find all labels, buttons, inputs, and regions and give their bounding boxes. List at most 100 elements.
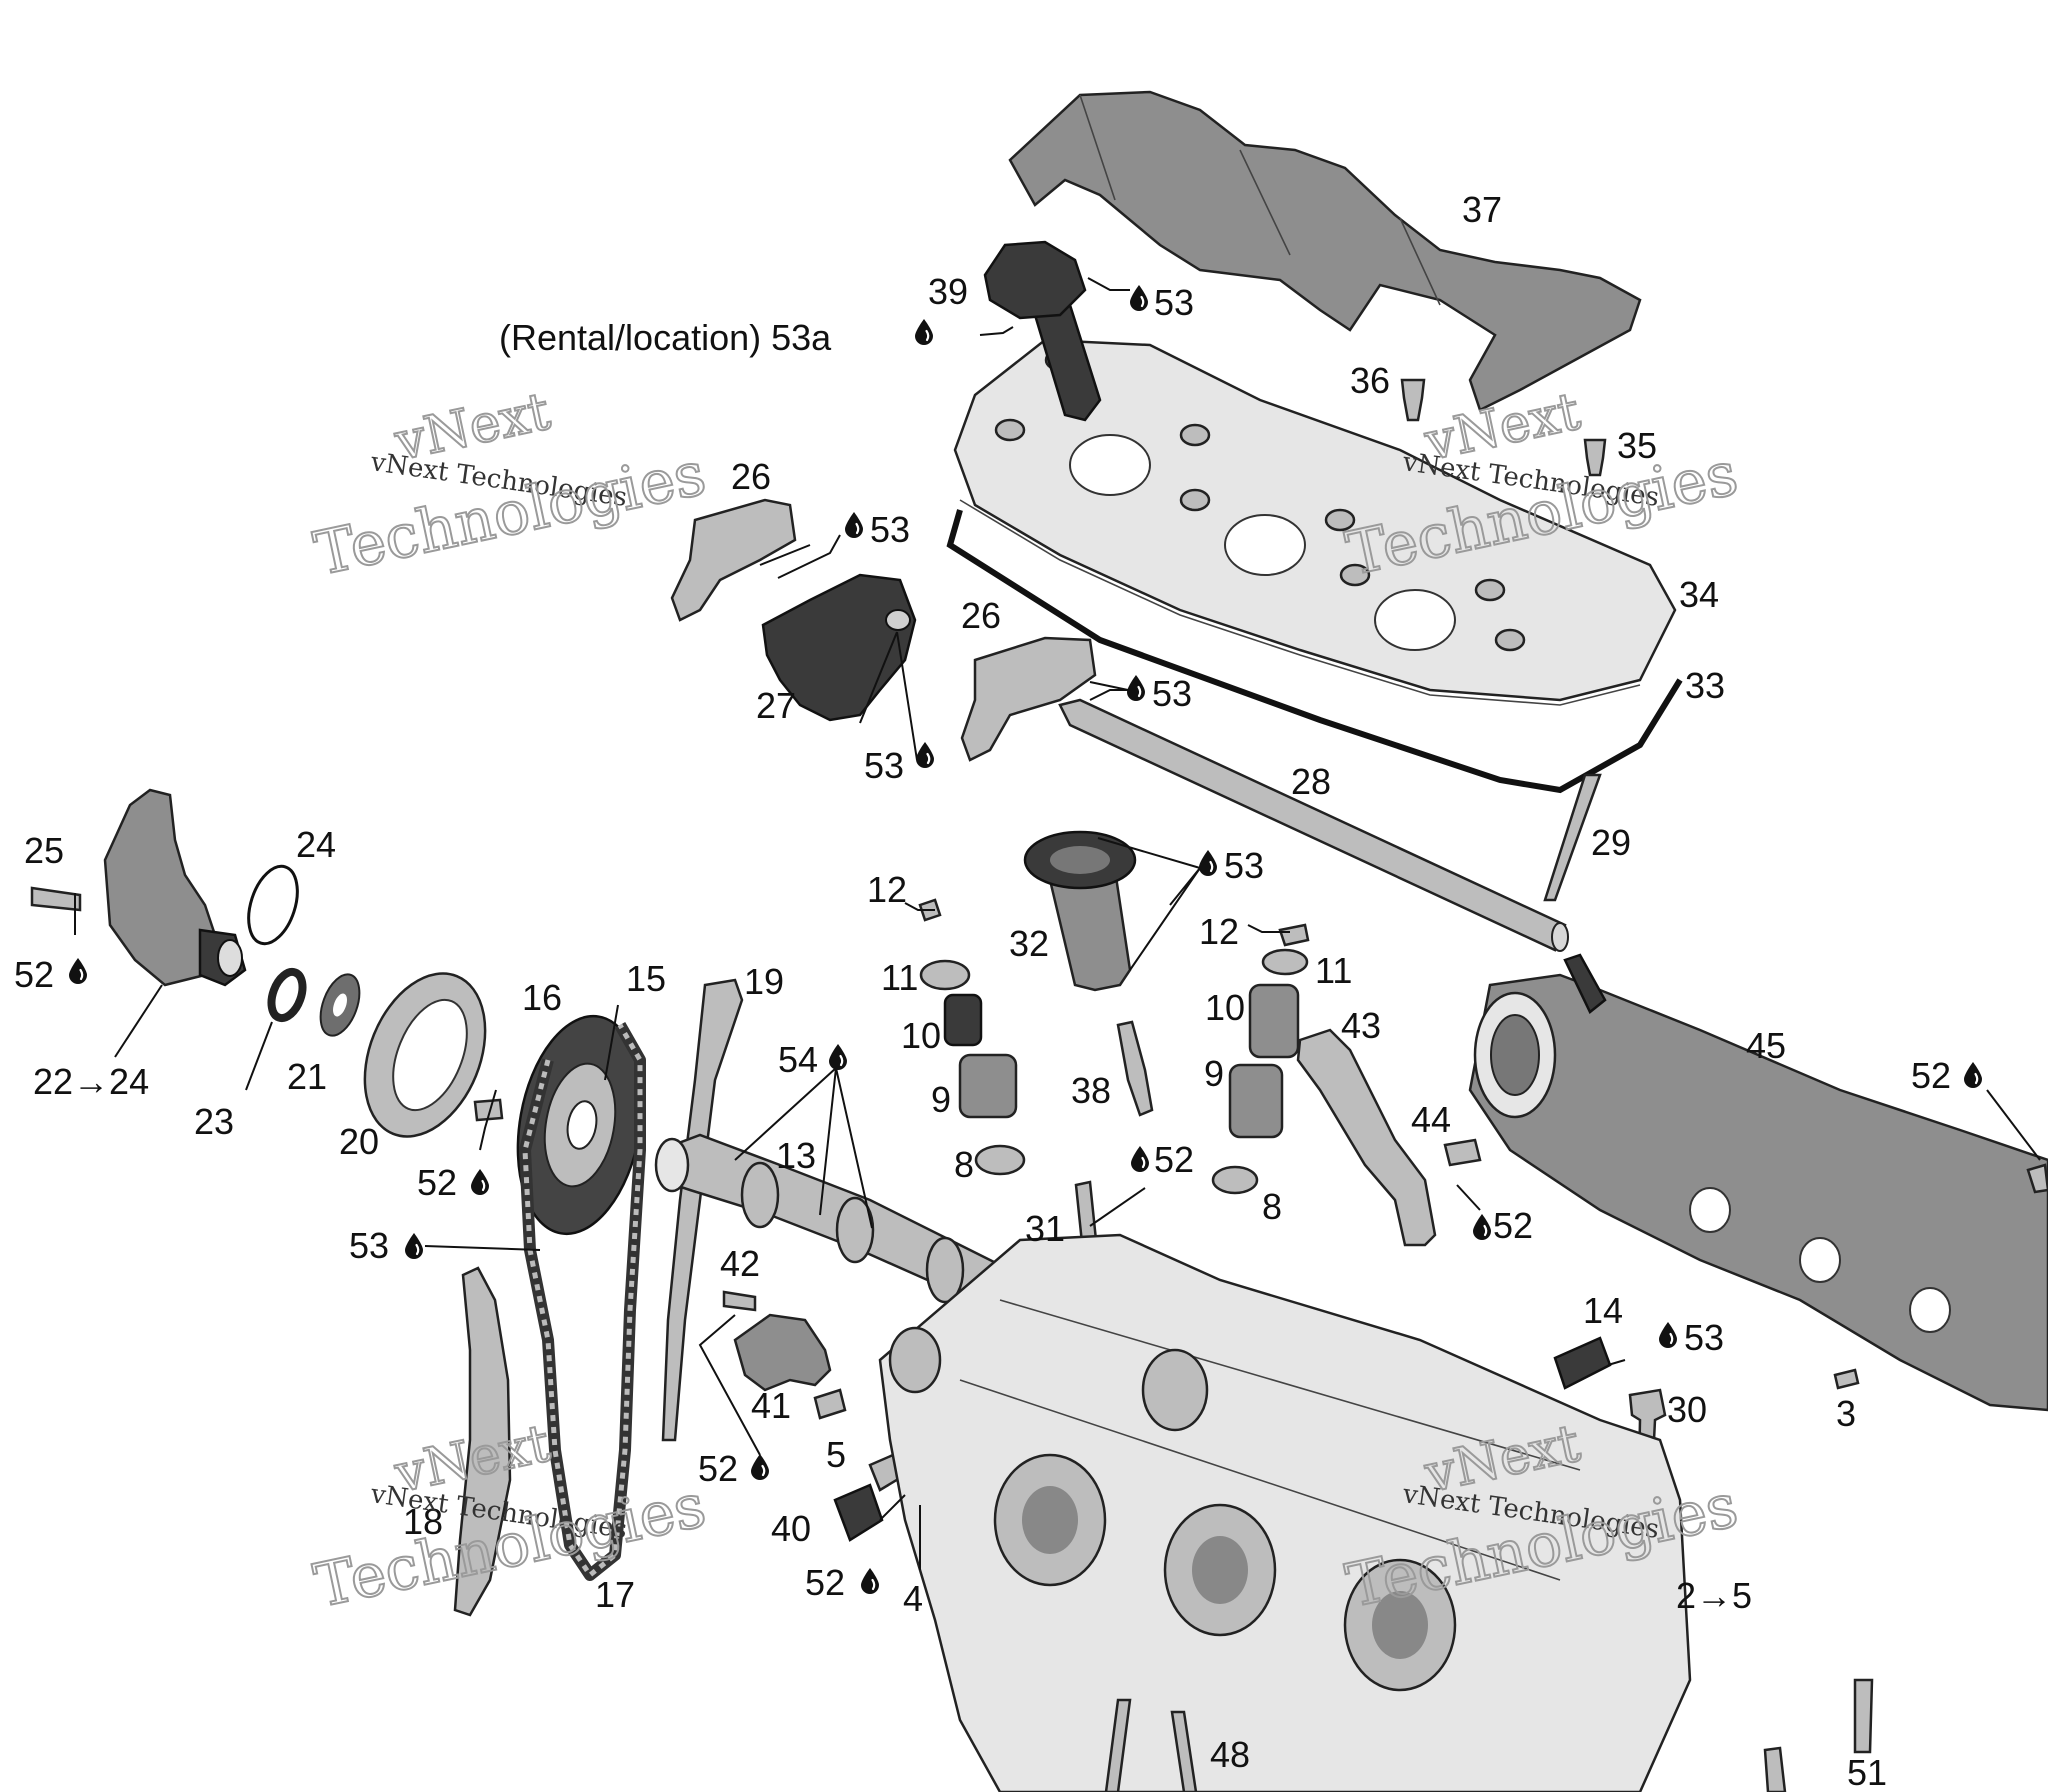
oil-drop-icon: [1129, 284, 1149, 312]
callout-32: 32: [1009, 923, 1049, 964]
callout-53a-rental: (Rental/location) 53a: [499, 317, 832, 358]
callout-27: 27: [756, 685, 796, 726]
oil-drop-icon: [1472, 1213, 1492, 1241]
bolt-44-part: [1443, 1138, 1482, 1167]
callout-25: 25: [24, 830, 64, 871]
watermark-large-bottom: Technologies: [309, 1471, 712, 1622]
callout-24: 24: [296, 824, 336, 865]
callout-53: 53: [1684, 1317, 1724, 1358]
rocker-support-right-part: [960, 636, 1097, 762]
callout-labels: 37 39 53 (Rental/location) 53a 36 35 26 …: [14, 189, 1951, 1792]
bolt-48-left-part: [1104, 1698, 1132, 1792]
callout-53: 53: [1154, 282, 1194, 323]
callout-17: 17: [595, 1574, 635, 1615]
callout-23: 23: [194, 1101, 234, 1142]
callout-12-left: 12: [867, 869, 907, 910]
chain-tensioner-guide-part: [453, 1266, 512, 1617]
valve-train-right-part: [1211, 923, 1310, 1195]
callout-5: 5: [826, 1434, 846, 1475]
callout-34: 34: [1679, 574, 1719, 615]
callout-12-right: 12: [1199, 911, 1239, 952]
callout-3: 3: [1836, 1393, 1856, 1434]
cylinder-head-part: [878, 1233, 1692, 1792]
intake-manifold-part: [1468, 953, 2048, 1412]
oil-drop-icon: [470, 1168, 490, 1196]
callout-36: 36: [1350, 360, 1390, 401]
ignition-coil-part: [983, 240, 1102, 422]
oil-drop-icon: [1126, 674, 1146, 702]
callout-8-right: 8: [1262, 1186, 1282, 1227]
oil-drop-icon: [1130, 1145, 1150, 1173]
callout-11-right: 11: [1315, 950, 1352, 991]
bolt-48-right-part: [1170, 1710, 1198, 1792]
callout-40: 40: [771, 1508, 811, 1549]
oil-drop-icon: [914, 318, 934, 346]
rocker-support-left-part: [670, 498, 797, 622]
spark-plug-tube-part: [1023, 830, 1137, 992]
callout-53: 53: [349, 1225, 389, 1266]
callout-52: 52: [1493, 1205, 1533, 1246]
bolt-42-part: [722, 1290, 757, 1312]
callout-19: 19: [744, 961, 784, 1002]
oil-drop-icon: [860, 1567, 880, 1595]
callout-53: 53: [1224, 845, 1264, 886]
bolt-5-part: [813, 1388, 847, 1420]
callout-53: 53: [870, 509, 910, 550]
bolt-36-part: [1400, 378, 1426, 422]
callout-33: 33: [1685, 665, 1725, 706]
bolt-lower-right-part: [1763, 1746, 1787, 1792]
oil-drop-icon: [915, 741, 935, 769]
oil-drop-icon: [750, 1453, 770, 1481]
camshaft-part: [654, 1133, 1042, 1322]
callout-10-left: 10: [901, 1015, 941, 1056]
bracket-part: [1296, 1028, 1437, 1247]
o-ring-part: [247, 864, 299, 946]
callout-37: 37: [1462, 189, 1502, 230]
oil-drop-icon: [1658, 1321, 1678, 1349]
callout-26-left: 26: [731, 456, 771, 497]
callout-26-right: 26: [961, 595, 1001, 636]
oil-drop-icon: [404, 1232, 424, 1260]
rocker-shaft-part: [1058, 698, 1567, 952]
callout-52: 52: [1911, 1055, 1951, 1096]
callout-14: 14: [1583, 1290, 1623, 1331]
callout-38: 38: [1071, 1070, 1111, 1111]
watermark-large-bottom: Technologies: [309, 439, 712, 590]
oil-drop-icon: [1963, 1061, 1983, 1089]
oil-drop-icon: [828, 1043, 848, 1071]
callout-10-right: 10: [1205, 987, 1245, 1028]
callout-52: 52: [1154, 1139, 1194, 1180]
callout-9-left: 9: [931, 1079, 951, 1120]
engine-cover-part: [1008, 90, 1642, 412]
chain-guide-part: [661, 978, 744, 1442]
callout-42: 42: [720, 1243, 760, 1284]
callout-51: 51: [1847, 1752, 1887, 1792]
callout-4: 4: [903, 1578, 923, 1619]
callout-52: 52: [14, 954, 54, 995]
watermark-bottom-left: vNext Technologies vNext Technologies: [308, 1413, 713, 1623]
callout-11-left: 11: [881, 957, 918, 998]
callout-52: 52: [805, 1562, 845, 1603]
oil-drop-icon: [1198, 849, 1218, 877]
plug-3-part: [1833, 1368, 1860, 1390]
oil-drop-icon: [844, 511, 864, 539]
callout-43: 43: [1341, 1005, 1381, 1046]
valve-cover-gasket-part: [946, 509, 1683, 794]
bolt-31-part: [1074, 1180, 1098, 1245]
callout-31: 31: [1025, 1208, 1065, 1249]
callout-53: 53: [864, 745, 904, 786]
callout-13: 13: [776, 1135, 816, 1176]
callout-9-right: 9: [1204, 1053, 1224, 1094]
callout-39: 39: [928, 271, 968, 312]
long-bolt-29-part: [1543, 773, 1602, 902]
plate-14-part: [1553, 1336, 1612, 1390]
callout-54: 54: [778, 1039, 818, 1080]
stud-51-part: [1853, 1678, 1874, 1754]
callout-52: 52: [698, 1448, 738, 1489]
bolt-35-part: [1583, 438, 1607, 477]
bolt-25-part: [30, 886, 82, 912]
callout-22-to-24: 22→24: [33, 1061, 149, 1102]
callout-35: 35: [1617, 425, 1657, 466]
engine-cover-ribs: [1079, 94, 1441, 306]
